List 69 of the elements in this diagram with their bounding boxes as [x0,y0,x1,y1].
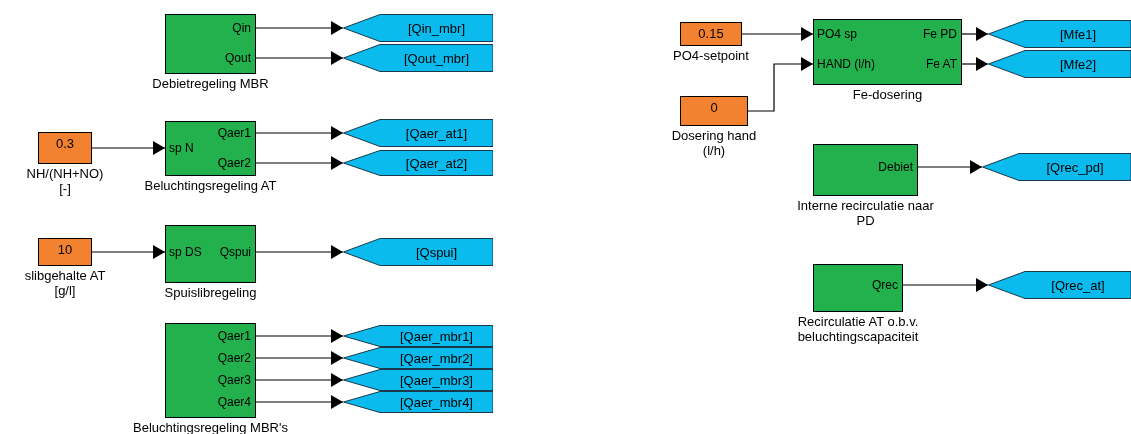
subsystem-block [165,14,256,74]
goto-tag: [Qaer_mbr3] [343,369,493,391]
constant-block: 10 [38,238,92,266]
port-label: Qaer4 [217,395,251,409]
goto-tag: [Mfe2] [988,50,1131,78]
subsystem-block [813,19,962,85]
port-label: Qout [225,51,251,65]
signal-arrow [255,156,344,170]
block-caption: Beluchtingsregeling MBR's [132,420,289,434]
block-caption: Interne recirculatie naar PD [796,198,935,228]
constant-block: 0.15 [680,22,742,46]
port-label: Qaer2 [217,351,251,365]
port-label: sp DS [169,245,202,259]
signal-arrow [961,57,989,71]
goto-tag: [Qaer_at1] [343,119,493,147]
goto-tag: [Qaer_mbr1] [343,325,493,347]
signal-arrow [902,278,989,292]
goto-tag: [Mfe1] [988,20,1131,48]
port-label: Qspui [219,245,251,259]
signal-arrow [917,160,983,174]
signal-arrow [91,245,166,259]
signal-arrow [255,51,344,65]
constant-block: 0.3 [38,132,92,164]
goto-tag: [Qout_mbr] [343,44,493,72]
subsystem-block [165,225,256,283]
block-caption: Dosering hand (l/h) [670,128,758,158]
signal-arrow [255,395,344,409]
block-caption: NH/(NH+NO) [-] [25,166,105,196]
goto-tag: [Qspui] [343,238,493,266]
port-label: Qaer2 [217,156,251,170]
block-caption: Spuislibregeling [163,285,258,300]
signal-arrow [255,21,344,35]
block-caption: Beluchtingsregeling AT [143,178,278,193]
signal-arrow [255,245,344,259]
port-label: PO4 sp [817,27,858,41]
port-label: Debiet [878,160,913,174]
goto-tag: [Qrec_pd] [982,153,1131,181]
constant-block: 0 [680,96,748,126]
port-label: Qrec [872,278,898,292]
subsystem-block [813,144,918,196]
signal-arrow [747,57,814,112]
block-caption: Recirculatie AT o.b.v. beluchtingscapaciteit [796,314,920,344]
port-label: sp N [169,141,194,155]
signal-arrow [255,329,344,343]
goto-tag: [Qaer_mbr4] [343,391,493,413]
port-label: HAND (l/h) [817,57,875,71]
port-label: Fe PD [923,27,957,41]
port-label: Qaer3 [217,373,251,387]
block-caption: slibgehalte AT [g/l] [23,268,107,298]
port-label: Qaer1 [217,329,251,343]
subsystem-block [165,121,256,176]
subsystem-block [165,323,256,418]
signal-arrow [255,351,344,365]
signal-arrow [961,27,989,41]
signal-arrow [91,141,166,155]
port-label: Fe AT [925,57,957,71]
signal-arrow [255,126,344,140]
goto-tag: [Qaer_mbr2] [343,347,493,369]
port-label: Qin [232,21,251,35]
block-caption: PO4-setpoint [672,48,750,63]
signal-arrow [741,27,814,41]
goto-tag: [Qin_mbr] [343,14,493,42]
goto-tag: [Qrec_at] [988,271,1131,299]
port-label: Qaer1 [217,126,251,140]
block-caption: Fe-dosering [851,87,924,102]
subsystem-block [813,264,903,312]
block-caption: Debietregeling MBR [151,76,270,91]
signal-arrow [255,373,344,387]
goto-tag: [Qaer_at2] [343,150,493,176]
